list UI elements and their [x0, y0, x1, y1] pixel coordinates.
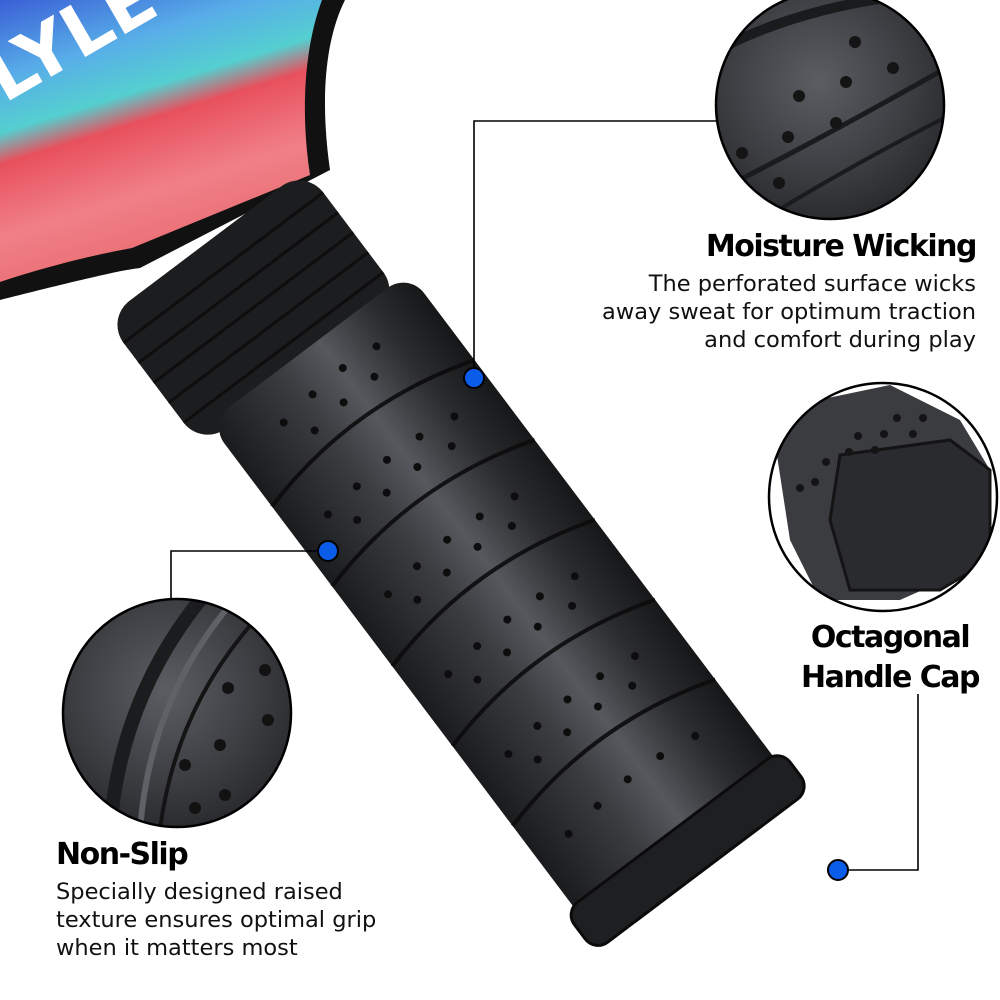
leader-line-octagonal-cap [838, 694, 919, 871]
inset-moisture-wicking [714, 0, 946, 221]
paddle-handle [117, 180, 806, 947]
desc-line: away sweat for optimum traction [602, 299, 976, 325]
non-slip-description: Specially designed raised texture ensure… [56, 878, 476, 962]
moisture-wicking-title: Moisture Wicking [705, 229, 978, 264]
desc-line: Specially designed raised [56, 879, 343, 905]
marker-dot-non-slip [317, 540, 339, 562]
title-line: Handle Cap [801, 660, 981, 695]
inset-non-slip [61, 597, 293, 829]
leader-line-moisture-wicking [473, 120, 717, 378]
paddle-face: LYLE [0, 0, 345, 300]
inset-octagonal-handle-cap [767, 381, 999, 613]
moisture-wicking-description: The perforated surface wicks away sweat … [516, 270, 976, 354]
desc-line: and comfort during play [704, 327, 976, 353]
octagonal-handle-cap-title: Octagonal Handle Cap [790, 618, 990, 698]
desc-line: texture ensures optimal grip [56, 907, 377, 933]
marker-dot-moisture-wicking [463, 367, 485, 389]
desc-line: when it matters most [56, 935, 298, 961]
title-line: Octagonal [810, 620, 971, 655]
marker-dot-octagonal-cap [827, 859, 849, 881]
leader-line-non-slip [170, 550, 328, 600]
desc-line: The perforated surface wicks [648, 271, 976, 297]
non-slip-title: Non-Slip [56, 837, 189, 872]
